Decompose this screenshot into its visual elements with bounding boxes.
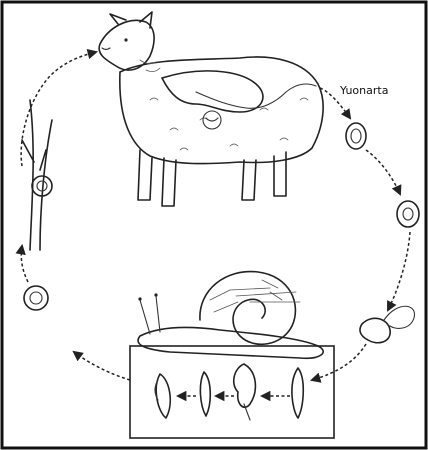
arrow-egg-to-miracidium xyxy=(388,232,410,310)
grass-with-cyst xyxy=(22,100,52,250)
larva-redia xyxy=(292,368,303,418)
arrow-egg-to-egg xyxy=(366,150,400,194)
arrow-box-to-cyst xyxy=(74,352,130,380)
larva-cercaria xyxy=(200,372,210,416)
egg-stage-1 xyxy=(346,123,366,149)
miracidium xyxy=(360,306,415,343)
metacercaria-cyst xyxy=(24,286,48,310)
egg-stage-2 xyxy=(397,201,419,227)
egg-label: Yuonarta xyxy=(339,84,388,97)
arrow-miracidium-to-box xyxy=(312,344,366,380)
larva-sporocyst xyxy=(234,364,256,420)
larva-metacercaria xyxy=(155,374,170,418)
arrow-cyst-to-grass xyxy=(21,246,28,282)
sheep-illustration xyxy=(99,12,323,206)
